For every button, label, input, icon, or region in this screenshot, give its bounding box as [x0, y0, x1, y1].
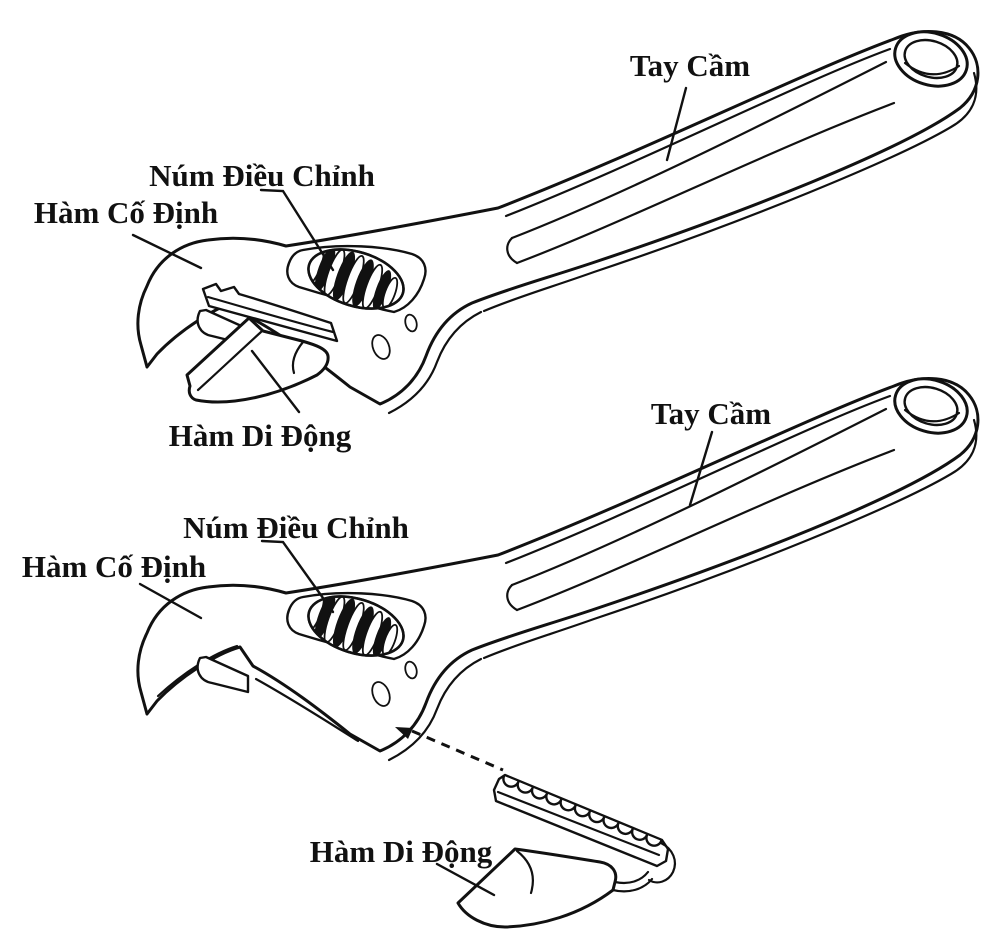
detached-jaw-shank-curve [515, 849, 534, 895]
rack-bar-midline [206, 295, 335, 334]
label-handle-top: Tay Cầm [630, 48, 750, 83]
leader-knob-bottom [260, 539, 335, 614]
leader-handle-top [665, 86, 688, 162]
label-movable-jaw-top: Hàm Di Động [169, 418, 352, 453]
insertion-arrow [395, 727, 504, 772]
leader-movable-jaw-bottom [435, 862, 496, 897]
label-movable-jaw-bottom: Hàm Di Động [310, 834, 493, 869]
jaw-neck-bottom [611, 877, 654, 893]
label-knob-bottom: Núm Điều Chỉnh [183, 510, 409, 545]
detached-jaw-face [456, 847, 618, 929]
label-knob-top: Núm Điều Chỉnh [149, 158, 375, 193]
jaw-neck-top [613, 870, 650, 885]
leader-fixed-jaw-top [131, 233, 203, 270]
insertion-arrow-dashes [411, 729, 504, 772]
detached-movable-jaw [456, 773, 677, 929]
exploded-wrench-view: Tay Cầm Núm Điều Chỉnh Hàm Cố Định Hàm D… [22, 370, 978, 929]
leader-fixed-jaw-bottom [138, 582, 203, 620]
label-fixed-jaw-bottom: Hàm Cố Định [22, 549, 206, 584]
jaw-heel-guide-empty [196, 655, 250, 694]
detached-rack-midline [496, 790, 661, 857]
leader-handle-bottom [688, 430, 714, 507]
rack-bar [201, 282, 339, 343]
jaw-shank-curve [291, 340, 305, 375]
label-handle-bottom: Tay Cầm [651, 396, 771, 431]
leader-movable-jaw-top [250, 349, 301, 414]
slot-channel-lower [254, 677, 360, 743]
rack-teeth [502, 774, 663, 847]
jaw-grip-band-line [196, 330, 263, 392]
insertion-arrow-head [395, 727, 413, 739]
rack-end-hook [647, 841, 677, 884]
label-fixed-jaw-top: Hàm Cố Định [34, 195, 218, 230]
empty-jaw-slot [156, 644, 360, 743]
assembled-wrench-view: Tay Cầm Núm Điều Chỉnh Hàm Cố Định Hàm D… [34, 23, 978, 453]
leader-knob-top [259, 188, 335, 272]
